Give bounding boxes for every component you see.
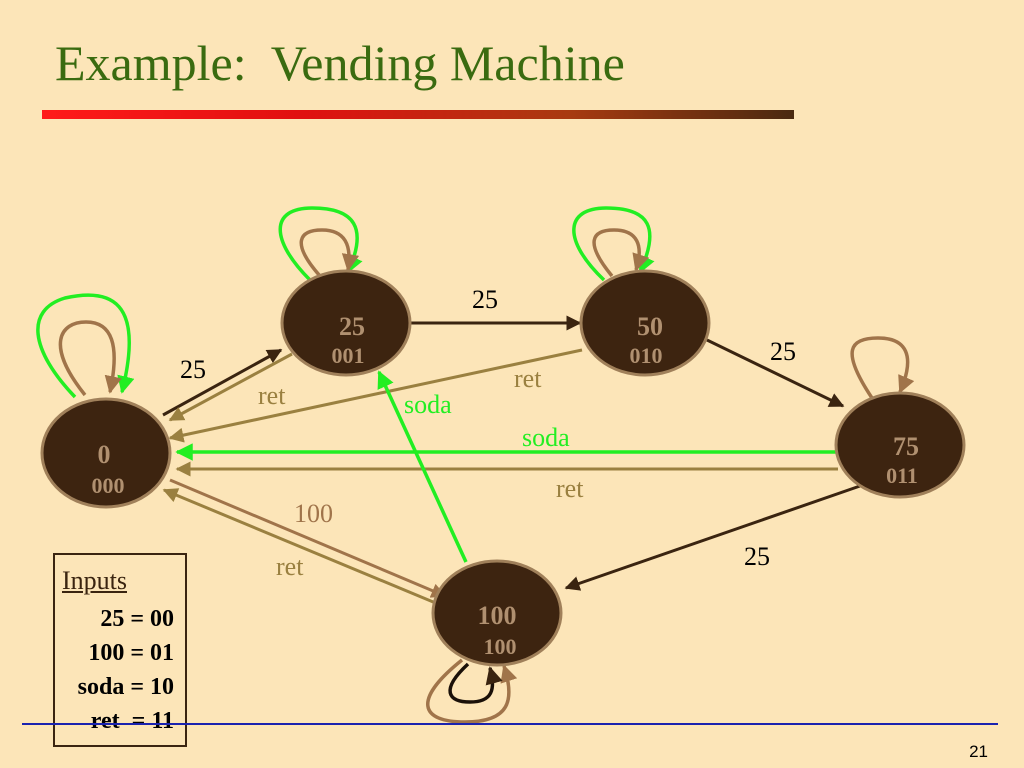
state-50-code: 010	[630, 343, 663, 368]
arrow-0-to-25	[162, 348, 283, 417]
state-0-code: 000	[92, 473, 125, 498]
state-25-name: 25	[339, 312, 365, 341]
ret-arrow-from-50	[168, 348, 583, 443]
state-75-circle	[834, 391, 966, 499]
state-25-circle	[280, 269, 412, 377]
footer-divider	[22, 723, 998, 725]
label-ret-50: ret	[514, 364, 542, 393]
state-100-circle	[431, 559, 563, 667]
state-0-circle	[40, 397, 172, 509]
inputs-line-100: 100 = 01	[88, 640, 174, 666]
arrow-0-to-100	[169, 478, 447, 598]
label-25-to-50: 25	[472, 285, 498, 314]
label-0-to-25: 25	[180, 355, 206, 384]
state-50-name: 50	[637, 312, 663, 341]
loop-green-50	[572, 206, 655, 282]
inputs-title: Inputs	[62, 566, 127, 595]
label-soda-75: soda	[522, 423, 570, 452]
state-75-name: 75	[893, 432, 919, 461]
loop-brown-0	[58, 320, 122, 397]
label-ret-100: ret	[276, 552, 304, 581]
state-25-code: 001	[332, 343, 365, 368]
state-75-code: 011	[886, 463, 918, 488]
arrow-75-to-100	[564, 484, 861, 591]
inputs-line-ret: ret = 11	[90, 708, 174, 734]
inputs-legend-box	[53, 553, 187, 747]
label-50-to-75: 25	[770, 337, 796, 366]
loop-brown-75	[850, 336, 915, 399]
page-title: Example: Vending Machine	[55, 35, 625, 91]
label-ret-25: ret	[258, 381, 286, 410]
loop-brown-50	[592, 228, 650, 278]
arrow-50-to-75	[706, 338, 845, 408]
page-number: 21	[969, 742, 988, 761]
state-100-code: 100	[484, 634, 517, 659]
title-underline-bar	[42, 110, 794, 119]
label-ret-75: ret	[556, 474, 584, 503]
label-75-to-100: 25	[744, 542, 770, 571]
label-soda-100: soda	[404, 390, 452, 419]
state-50-circle	[579, 269, 711, 377]
inputs-line-soda: soda = 10	[77, 674, 174, 700]
loop-green-0	[36, 293, 135, 399]
loop-brown-25	[299, 228, 360, 278]
ret-arrow-from-100	[162, 488, 439, 606]
inputs-line-25: 25 = 00	[100, 606, 174, 632]
ret-arrow-from-25	[168, 352, 293, 422]
state-100-name: 100	[478, 601, 517, 630]
loop-dark-inner-100	[448, 662, 503, 704]
soda-arrow-from-100	[377, 370, 468, 563]
state-0-name: 0	[98, 440, 111, 469]
loop-brown-outer-100	[426, 658, 518, 724]
loop-green-25	[278, 206, 363, 282]
label-0-to-100: 100	[294, 499, 333, 528]
